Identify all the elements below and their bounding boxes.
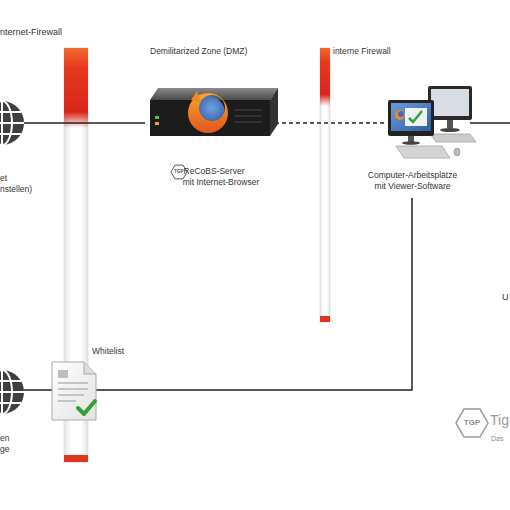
globe-icon [0, 101, 12, 145]
whitelist-document [58, 388, 88, 390]
internet-globe: en ge [0, 368, 24, 460]
node-text: Computer-Arbeitsplätze mit Viewer-Softwa… [365, 170, 460, 192]
firewall-label: nternet-Firewall [0, 27, 62, 38]
globe-icon [0, 370, 24, 414]
node-text: et nstellen) [0, 173, 16, 195]
globe-icon [1, 370, 3, 414]
whitelist-document [52, 362, 96, 420]
cropped-label: U [502, 292, 509, 303]
outgoing-wire [470, 122, 510, 124]
server-icon [235, 122, 262, 123]
workstation-icon [396, 146, 450, 158]
workstation-icon [454, 148, 460, 156]
workstation-icon [388, 100, 434, 136]
network-connector [24, 122, 145, 124]
workstation-icon [405, 108, 427, 126]
workstation-icon [430, 134, 476, 142]
globe-icon [0, 370, 24, 414]
workstation-icon [447, 120, 453, 128]
server-icon [270, 88, 278, 136]
logo-text: Tig [490, 412, 509, 428]
whitelist-document [78, 401, 95, 414]
node-text: en ge [0, 433, 12, 455]
internal-firewall-bar [320, 48, 330, 106]
internet-firewall-bar [64, 48, 88, 128]
workstation-icon [395, 110, 405, 120]
workstations: Computer-Arbeitsplätze mit Viewer-Softwa… [385, 82, 473, 198]
workstation-icon [398, 111, 404, 117]
logo-text: TGP [456, 418, 488, 428]
whitelist-document [58, 370, 68, 378]
server-icon [235, 110, 262, 111]
globe-icon [0, 370, 24, 414]
server-icon [191, 91, 201, 103]
node-text: ReCoBS-Server mit Internet-Browser [178, 166, 264, 188]
internal-firewall-bar [320, 316, 330, 322]
whitelist-document [84, 362, 96, 374]
workstation-icon [431, 89, 469, 116]
workstation-icon [440, 128, 460, 132]
workstation-icon [402, 141, 420, 145]
logo-subtext: Das [491, 434, 503, 443]
tgp-logo [456, 409, 488, 437]
server-icon [150, 88, 278, 136]
globe-icon [0, 101, 24, 145]
server-icon [155, 122, 159, 125]
firewall-label: interne Firewall [333, 46, 391, 57]
badge-text: TGP [171, 169, 187, 175]
whitelist-document [58, 400, 76, 402]
network-connector [275, 122, 385, 124]
globe-icon [0, 370, 12, 414]
whitelist-document [52, 362, 96, 420]
whitelist-document [58, 394, 84, 396]
internal-firewall-bar [320, 48, 330, 322]
recobs-server: ReCoBS-Server mit Internet-Browser [145, 88, 275, 192]
zone-label: Demilitarized Zone (DMZ) [150, 46, 247, 57]
server-icon [235, 116, 262, 117]
workstation-icon [409, 111, 422, 122]
globe-icon [1, 101, 3, 145]
whitelist-node: Whitelist [52, 362, 96, 420]
internet-firewall-bar [64, 455, 88, 462]
tgp-logo [456, 409, 488, 437]
workstation-icon [408, 136, 414, 142]
globe-icon [0, 101, 24, 145]
internal-firewall-bar [320, 48, 330, 322]
node-text: Whitelist [92, 346, 124, 357]
network-connector [96, 198, 412, 390]
whitelist-document [58, 382, 88, 384]
internet-globe: et nstellen) [0, 100, 24, 195]
workstation-icon [388, 86, 476, 158]
workstation-icon [391, 103, 431, 131]
network-connector [24, 389, 52, 391]
globe-icon [0, 101, 24, 145]
workstation-icon [428, 86, 472, 120]
server-icon [155, 116, 159, 119]
